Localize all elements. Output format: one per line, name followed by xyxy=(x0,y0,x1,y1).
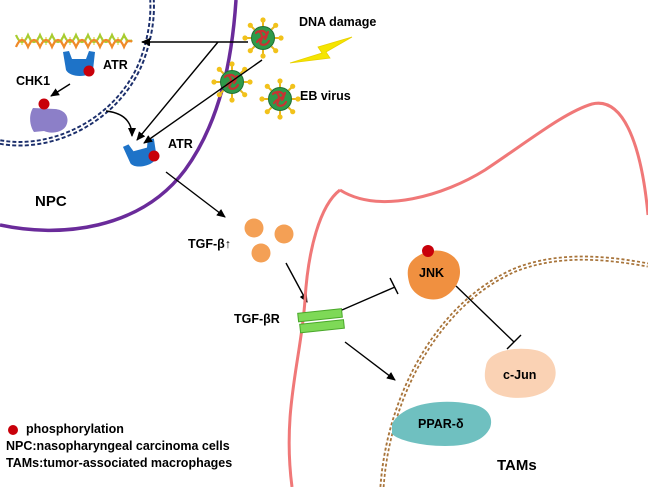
atr-lower-label: ATR xyxy=(168,137,193,151)
legend: phosphorylation NPC:nasopharyngeal carci… xyxy=(6,421,232,472)
phosphorylation-dot-icon xyxy=(422,245,434,257)
jnk-label: JNK xyxy=(419,266,444,280)
tams-label: TAMs xyxy=(497,457,537,474)
phosphorylation-dot-icon xyxy=(8,424,18,435)
npc-cell xyxy=(0,0,238,233)
virus-icon xyxy=(258,77,302,121)
virus-icon xyxy=(241,16,285,60)
tgf-beta-label: TGF-β↑ xyxy=(188,237,231,251)
tgf-beta-ligands xyxy=(244,218,294,263)
phosphorylation-dot-icon xyxy=(38,98,50,110)
legend-npc-text: NPC:nasopharyngeal carcinoma cells xyxy=(6,439,230,453)
phosphorylation-dot-icon xyxy=(83,65,95,77)
tgf-beta-receptor-label: TGF-βR xyxy=(234,312,280,326)
c-jun-label: c-Jun xyxy=(503,368,536,382)
tgf-beta-receptor xyxy=(297,308,345,334)
atr-lower-protein xyxy=(122,137,161,171)
ppar-delta-protein xyxy=(392,401,492,446)
receptor-signaling-edges xyxy=(341,277,522,381)
npc-cell-membrane xyxy=(0,0,238,233)
eb-virus-label: EB virus xyxy=(300,89,351,103)
jnk-protein xyxy=(407,250,461,300)
phosphorylation-dot-icon xyxy=(148,150,160,162)
virus-icon xyxy=(210,60,254,104)
ppar-delta-label: PPAR-δ xyxy=(418,417,464,431)
chk1-protein xyxy=(30,108,68,133)
legend-tams-definition: TAMs:tumor-associated macrophages xyxy=(6,455,232,472)
npc-label: NPC xyxy=(35,193,67,210)
legend-tams-text: TAMs:tumor-associated macrophages xyxy=(6,456,233,470)
lightning-icon xyxy=(289,36,353,64)
dna-damage-label: DNA damage xyxy=(299,15,376,29)
tam-cell-membrane xyxy=(287,101,648,487)
signal-arrows xyxy=(50,38,263,218)
atr-upper-protein xyxy=(63,51,95,77)
legend-npc-definition: NPC:nasopharyngeal carcinoma cells xyxy=(6,438,232,455)
dna-helix-icon xyxy=(14,32,133,50)
chk1-label: CHK1 xyxy=(16,74,50,88)
atr-upper-label: ATR xyxy=(103,58,128,72)
legend-phosphorylation-text: phosphorylation xyxy=(26,422,124,436)
c-jun-protein xyxy=(484,348,556,398)
arrow-tgf-to-receptor xyxy=(285,262,308,303)
legend-phosphorylation: phosphorylation xyxy=(6,421,232,438)
